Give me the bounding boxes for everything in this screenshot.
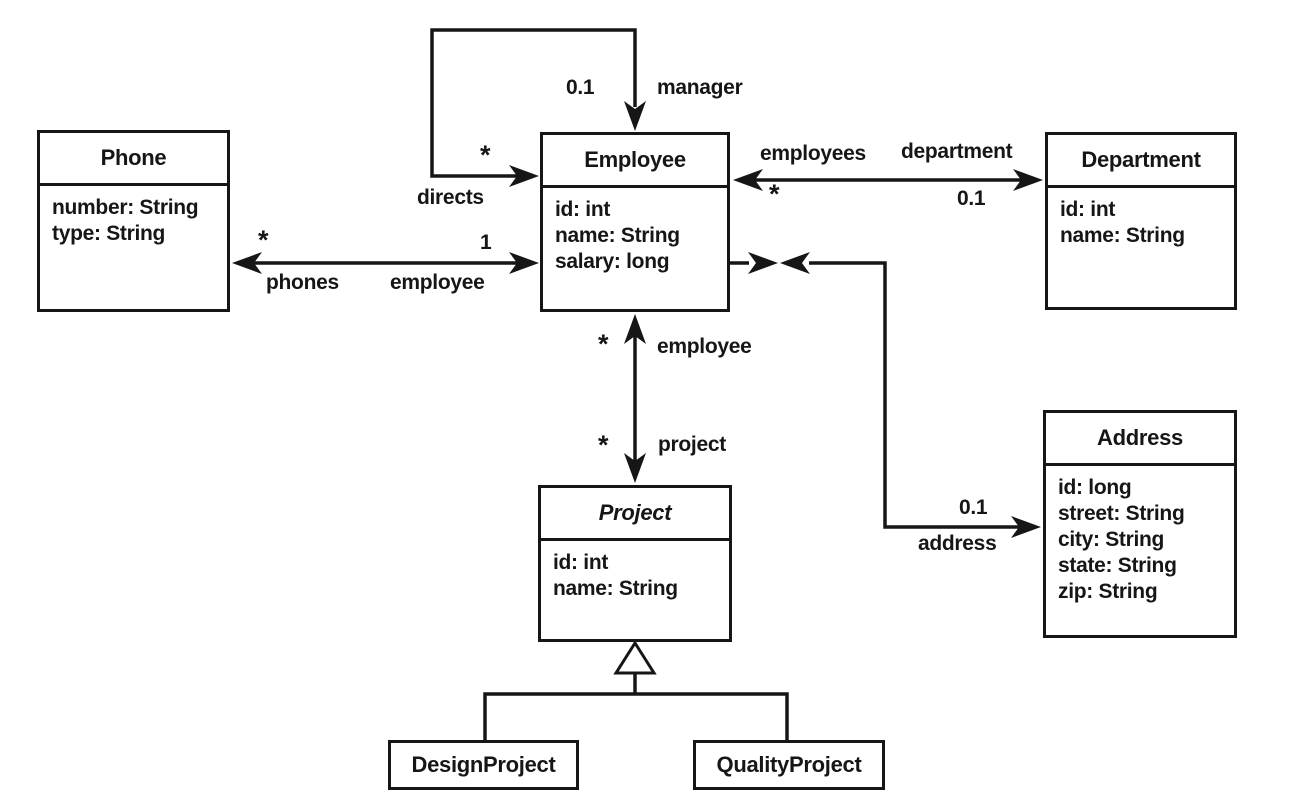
class-title-department: Department xyxy=(1048,135,1234,188)
role-label-directs: directs xyxy=(417,186,484,209)
multiplicity-manager: 0.1 xyxy=(566,76,595,99)
class-title-address: Address xyxy=(1046,413,1234,466)
arrowhead-employee-into-employee-bottom xyxy=(624,314,646,344)
attribute: name: String xyxy=(553,577,678,600)
class-box-design-project: DesignProject xyxy=(388,740,579,790)
arrowhead-project-into-project xyxy=(624,453,646,483)
arrowhead-employees-into-employee xyxy=(733,169,763,191)
role-label-project-employee: employee xyxy=(657,335,752,358)
attribute: number: String xyxy=(52,196,199,219)
arrowhead-employee-from-phone xyxy=(509,252,539,274)
class-attributes-department: id: int name: String xyxy=(1048,188,1234,249)
class-attributes-employee: id: int name: String salary: long xyxy=(543,188,727,275)
attribute: state: String xyxy=(1058,554,1177,577)
attribute: id: int xyxy=(1060,198,1116,221)
class-attributes-phone: number: String type: String xyxy=(40,186,227,247)
class-box-phone: Phone number: String type: String xyxy=(37,130,230,312)
attribute: id: long xyxy=(1058,476,1132,499)
class-title-phone: Phone xyxy=(40,133,227,186)
arrowhead-manager-into-employee xyxy=(624,101,646,131)
role-label-phones: phones xyxy=(266,271,339,294)
multiplicity-phone-employee: 1 xyxy=(480,231,492,254)
attribute: salary: long xyxy=(555,250,670,273)
multiplicity-employees: * xyxy=(769,179,780,209)
multiplicity-address: 0.1 xyxy=(959,496,988,519)
role-label-phone-employee: employee xyxy=(390,271,485,294)
class-title-project: Project xyxy=(541,488,729,541)
class-box-address: Address id: long street: String city: St… xyxy=(1043,410,1237,638)
attribute: id: int xyxy=(555,198,611,221)
class-box-quality-project: QualityProject xyxy=(693,740,885,790)
attribute: id: int xyxy=(553,551,609,574)
arrowhead-into-phone xyxy=(232,252,262,274)
arrowhead-department-into-department xyxy=(1013,169,1043,191)
class-box-project: Project id: int name: String xyxy=(538,485,732,642)
attribute: type: String xyxy=(52,222,166,245)
role-label-project: project xyxy=(658,433,726,456)
class-attributes-project: id: int name: String xyxy=(541,541,729,602)
multiplicity-department: 0.1 xyxy=(957,187,986,210)
attribute: zip: String xyxy=(1058,580,1158,603)
multiplicity-project-employee: * xyxy=(598,329,609,359)
multiplicity-phones: * xyxy=(258,225,269,255)
arrowhead-outward-employee-right xyxy=(748,252,778,274)
attribute: city: String xyxy=(1058,528,1165,551)
inheritance-triangle-icon xyxy=(613,640,657,675)
employee-address-association-line xyxy=(809,261,1019,529)
class-box-department: Department id: int name: String xyxy=(1045,132,1237,310)
attribute: name: String xyxy=(1060,224,1185,247)
self-association-line xyxy=(430,28,637,178)
arrowhead-directs-into-employee xyxy=(509,165,539,187)
multiplicity-directs: * xyxy=(480,140,491,170)
arrowhead-address-line-into-employee xyxy=(780,252,810,274)
class-title-employee: Employee xyxy=(543,135,727,188)
role-label-address: address xyxy=(918,532,997,555)
role-label-department: department xyxy=(901,140,1013,163)
multiplicity-project: * xyxy=(598,430,609,460)
arrowhead-address-into-address xyxy=(1011,516,1041,538)
role-label-employees: employees xyxy=(760,142,866,165)
role-label-manager: manager xyxy=(657,76,743,99)
class-attributes-address: id: long street: String city: String sta… xyxy=(1046,466,1234,605)
class-box-employee: Employee id: int name: String salary: lo… xyxy=(540,132,730,312)
inheritance-branch-line xyxy=(483,692,789,740)
attribute: name: String xyxy=(555,224,680,247)
attribute: street: String xyxy=(1058,502,1185,525)
